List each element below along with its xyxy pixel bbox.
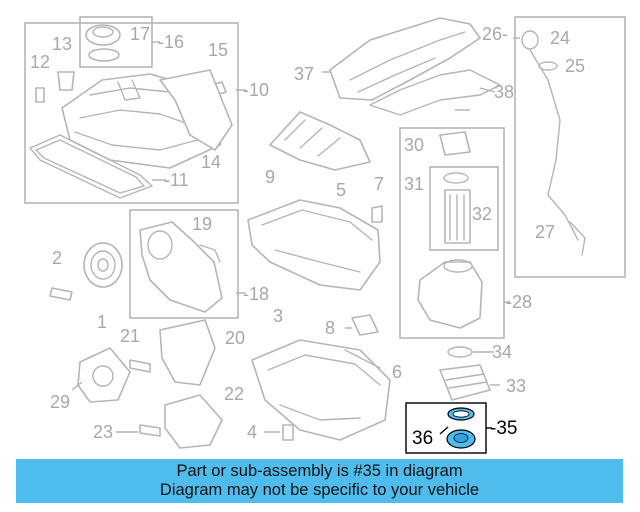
cap-seal [88,48,120,62]
valve-cover-frame [24,22,239,204]
bolt-12 [35,87,45,103]
oil-baffle [269,111,371,171]
callout-14: 14 [201,152,221,172]
callout-25: 25 [565,56,585,76]
gasket-34 [447,346,473,358]
sensor-8 [351,314,379,336]
callout-36: 36 [412,428,433,449]
filter-cap [439,131,471,156]
callout-4: 4 [247,422,257,442]
callout-7: 7 [374,174,384,194]
valve-cover-group [24,16,239,204]
cover-29 [77,347,131,403]
callout-15: 15 [208,40,228,60]
bolt-2 [49,287,73,301]
timing-cover-frame [129,209,239,319]
callout-5: 5 [336,180,346,200]
callout-28: -28 [506,292,532,312]
callout-19: 19 [192,214,212,234]
bolt-7 [371,205,383,223]
callout-34: 34 [492,342,512,362]
dipstick [529,49,579,241]
oil-cooler [439,364,491,401]
callout-27: 27 [535,222,555,242]
callout-35: -35 [490,418,517,439]
callout-20: 20 [225,328,245,348]
callout-30: 30 [404,135,424,155]
filter-housing-frame [399,127,505,339]
callout-37: 37 [294,64,314,84]
o-ring-31 [443,172,469,184]
callout-11: -11 [164,170,189,190]
callout-3: 3 [273,306,283,326]
drain-plug [282,424,294,441]
highlighted-part-35 [405,402,492,454]
banner-line-2: Diagram may not be specific to your vehi… [159,481,480,499]
callout-13: 13 [52,34,72,54]
bracket-20 [159,319,216,386]
sensor-19 [199,244,221,263]
intake-gasket [369,69,501,116]
breather-13 [57,71,75,91]
callout-23: 23 [93,422,113,442]
filter-housing [417,261,483,329]
callout-21: 21 [120,326,140,346]
bolt-21 [129,359,151,373]
info-banner: Part or sub-assembly is #35 in diagram D… [16,459,623,503]
callout-16: -16 [158,32,184,52]
dipstick-tube-27 [569,221,586,256]
guide-6 [344,349,381,369]
parts-diagram: 1 2 3 4 5 6 7 8 9 -10 -11 12 13 14 15 -1… [24,16,626,454]
callout-38: 38 [494,82,514,102]
seal-25 [538,61,558,71]
callout-1: 1 [97,312,107,332]
banner-line-1: Part or sub-assembly is #35 in diagram [176,462,463,480]
dipstick-frame [514,16,626,278]
filter-element-frame [429,166,499,251]
crank-pulley [83,242,123,288]
callout-12: 12 [30,52,50,72]
callout-17: 17 [130,24,150,44]
lower-oil-pan [251,339,391,441]
heat-shield [159,69,233,151]
callout-33: 33 [506,376,526,396]
callout-8: 8 [325,318,335,338]
bolt-23 [139,424,161,437]
callout-10: -10 [243,80,269,100]
valve-cover-gasket [29,134,153,199]
callout-24: 24 [550,28,570,48]
oil-filler-cap [85,24,121,46]
callout-6: 6 [392,362,402,382]
seal-22 [164,394,223,449]
callout-9: 9 [265,167,275,187]
callout-18: -18 [243,284,269,304]
callout-29: 29 [50,392,70,412]
callout-2: 2 [52,248,62,268]
callout-26: 26- [482,24,508,44]
timing-cover [139,221,223,313]
callout-32: 32 [472,204,492,224]
callout-31: 31 [404,174,424,194]
upper-oil-pan [247,199,381,291]
callout-22: 22 [224,384,244,404]
